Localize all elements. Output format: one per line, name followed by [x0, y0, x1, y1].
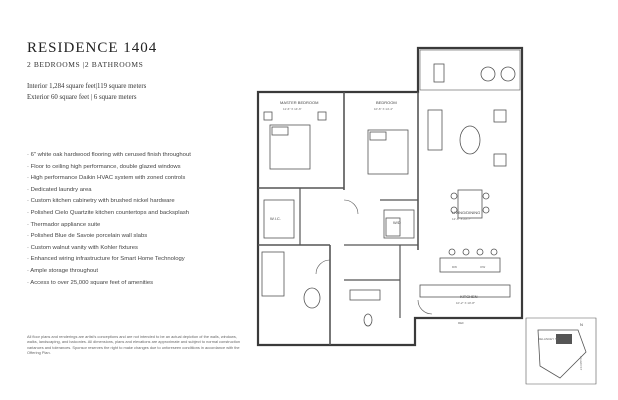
kitchen-label: KITCHEN: [460, 294, 478, 299]
bar-stool: [448, 248, 456, 256]
bathtub: [261, 251, 285, 297]
terrace-plant: [480, 66, 496, 82]
nightstand: [317, 111, 327, 121]
armchair: [493, 109, 507, 123]
toilet: [363, 313, 373, 327]
dresser: [385, 217, 401, 237]
feature-item: · Polished Blue de Savoie porcelain wall…: [27, 233, 148, 240]
terrace-planter: [433, 63, 445, 83]
kitchen-counter: [419, 284, 511, 298]
sink: [303, 287, 321, 309]
dining-table: [457, 189, 483, 219]
dining-chair: [482, 206, 490, 214]
feature-item: · 6" white oak hardwood flooring with ce…: [27, 152, 191, 158]
vanity: [349, 289, 381, 301]
key-plan-unit: [556, 334, 572, 344]
bar-stool: [490, 248, 498, 256]
feature-item: · Floor to ceiling high performance, dou…: [27, 163, 181, 170]
sofa: [427, 109, 443, 151]
feature-item: · High performance Daikin HVAC system wi…: [27, 175, 186, 182]
bar-stool: [462, 248, 470, 256]
dining-chair: [450, 206, 458, 214]
feature-item: · Custom walnut vanity with Kohler fixtu…: [27, 244, 138, 251]
terrace: [419, 49, 521, 91]
bed-pillow: [369, 131, 387, 141]
coffee-table: [459, 125, 481, 155]
street-label: ALLEN ST: [579, 356, 583, 370]
residence-title: RESIDENCE 1404: [27, 40, 158, 56]
bedroom-dims: 10'-6" X 14'-4": [374, 107, 393, 111]
street-label: DELANCEY ST: [538, 337, 559, 341]
wic-label: W.I.C.: [270, 216, 281, 221]
feature-item: · Polished Cielo Quartzite kitchen count…: [27, 209, 190, 216]
closet: [263, 199, 295, 239]
key-plan: [525, 317, 597, 385]
bar-stool: [476, 248, 484, 256]
master-bed: [269, 124, 311, 170]
feature-item: · Custom kitchen cabinetry with brushed …: [27, 198, 175, 205]
living-dining-label: LIVING/DINING: [452, 210, 480, 215]
bedroom-label: BEDROOM: [376, 100, 397, 105]
terrace-plant: [500, 66, 516, 82]
dining-chair: [450, 192, 458, 200]
ow-label: OW: [480, 265, 485, 269]
living-dining-dims: 12'-6" X 23'-7": [452, 217, 471, 221]
exterior-area: Exterior 60 square feet | 6 square meter…: [27, 94, 137, 101]
door-swing: [417, 299, 433, 315]
door-swing: [343, 199, 359, 215]
master-bedroom-dims: 11'-6" X 14'-6": [283, 107, 302, 111]
disclaimer-text: All floor plans and renderings are artis…: [27, 334, 241, 356]
north-arrow-label: N: [580, 322, 583, 327]
feature-item: · Enhanced wiring infrastructure for Sma…: [27, 256, 185, 263]
bedroom-bed: [367, 129, 409, 175]
dw-label: DW: [452, 265, 457, 269]
nightstand: [263, 111, 273, 121]
ref-label: REF: [458, 321, 464, 325]
feature-item: · Ample storage throughout: [27, 267, 99, 274]
feature-item: · Dedicated laundry area: [27, 186, 92, 193]
kitchen-dims: 10'-2" X 10'-8": [456, 301, 475, 305]
exterior-wall: [256, 46, 524, 347]
feature-item: · Access to over 25,000 square feet of a…: [27, 279, 154, 286]
wd-label: W/D: [393, 220, 401, 225]
dining-chair: [482, 192, 490, 200]
key-plan-building: [537, 329, 587, 379]
interior-area: Interior 1,284 square feet|119 square me…: [27, 83, 147, 90]
door-swing: [315, 259, 331, 275]
residence-subtitle: 2 BEDROOMS |2 BATHROOMS: [27, 60, 144, 69]
feature-item: · Thermador appliance suite: [27, 221, 101, 228]
wd-closet: [383, 209, 415, 239]
armchair: [493, 153, 507, 167]
bed-pillow: [271, 126, 289, 136]
feature-list: · 6" white oak hardwood flooring with ce…: [27, 150, 191, 289]
master-bedroom-label: MASTER BEDROOM: [280, 100, 318, 105]
kitchen-island: [439, 257, 501, 273]
